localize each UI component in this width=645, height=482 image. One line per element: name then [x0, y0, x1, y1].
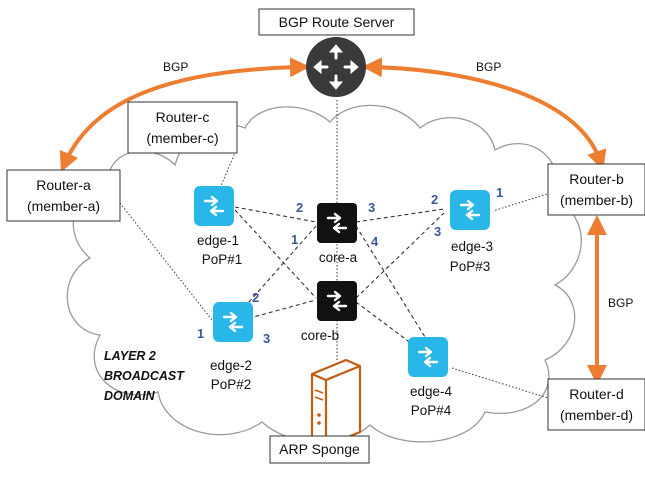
port-edge3-3: 3	[434, 224, 441, 239]
core-a-name: core-a	[319, 250, 358, 265]
edge-1-name: edge-1	[197, 233, 239, 248]
port-numbers: 2 3 1 4 2 1 3 2 1 3	[197, 185, 503, 346]
edge-3-pop: PoP#3	[450, 259, 491, 274]
port-corea-4: 4	[371, 234, 379, 249]
edge-3-switch: edge-3 PoP#3	[450, 190, 493, 274]
arp-sponge: ARP Sponge	[269, 358, 370, 464]
bgp-label-vertical: BGP	[608, 296, 633, 310]
switch-icon	[408, 337, 448, 377]
edge-4-name: edge-4	[410, 384, 453, 399]
router-d-name: Router-d	[569, 386, 623, 402]
switch-icon	[450, 190, 490, 230]
server-icon	[310, 358, 362, 448]
layer2-domain-label: LAYER 2 BROADCAST DOMAIN	[104, 349, 185, 403]
bgp-arrow-routerb	[362, 57, 607, 171]
port-edge3-1: 1	[496, 185, 503, 200]
edge-4-switch: edge-4 PoP#4	[408, 337, 453, 418]
router-c-box: Router-c (member-c)	[127, 101, 238, 154]
switch-icon	[317, 281, 357, 321]
link-routera-edge2	[119, 202, 213, 321]
router-b-name: Router-b	[569, 171, 624, 187]
route-server-label: BGP Route Server	[279, 14, 395, 30]
edge-1-pop: PoP#1	[202, 252, 243, 267]
router-c-name: Router-c	[156, 109, 210, 125]
router-c-member: (member-c)	[146, 130, 218, 146]
port-corea-3: 3	[368, 200, 375, 215]
port-edge2-2: 2	[252, 290, 259, 305]
port-edge2-3: 3	[263, 331, 270, 346]
bgp-arrows	[59, 57, 607, 385]
router-d-box: Router-d (member-d)	[547, 378, 645, 431]
bgp-arrow-routera	[59, 57, 310, 173]
arp-sponge-label: ARP Sponge	[279, 441, 360, 457]
link-routerb-edge3	[492, 192, 551, 212]
domain-line-2: BROADCAST	[104, 369, 185, 383]
port-edge3-2: 2	[431, 192, 438, 207]
bgp-label-right: BGP	[476, 60, 501, 74]
router-icon	[306, 37, 366, 97]
router-a-box: Router-a (member-a)	[6, 169, 121, 222]
core-a-switch: core-a	[317, 203, 358, 265]
edge-2-name: edge-2	[210, 358, 252, 373]
edge-4-pop: PoP#4	[411, 403, 452, 418]
link-edge4-routerd	[451, 367, 549, 399]
port-corea-1: 1	[291, 232, 298, 247]
core-b-switch: core-b	[301, 281, 357, 343]
router-a-name: Router-a	[36, 177, 91, 193]
domain-line-1: LAYER 2	[104, 349, 156, 363]
route-server: BGP Route Server	[258, 8, 415, 97]
edge-2-switch: edge-2 PoP#2	[210, 302, 253, 392]
switch-icon	[213, 302, 253, 342]
router-b-box: Router-b (member-b)	[547, 163, 645, 216]
port-corea-2: 2	[296, 200, 303, 215]
edge-1-switch: edge-1 PoP#1	[194, 186, 242, 267]
edge-2-pop: PoP#2	[211, 377, 252, 392]
core-b-name: core-b	[301, 328, 339, 343]
switch-icon	[194, 186, 234, 226]
switch-icon	[317, 203, 357, 243]
router-d-member: (member-d)	[560, 407, 633, 423]
port-edge2-1: 1	[197, 326, 204, 341]
edge-3-name: edge-3	[451, 239, 493, 254]
router-a-member: (member-a)	[27, 198, 100, 214]
bgp-label-left: BGP	[163, 60, 188, 74]
domain-line-3: DOMAIN	[104, 389, 156, 403]
router-b-member: (member-b)	[560, 192, 633, 208]
